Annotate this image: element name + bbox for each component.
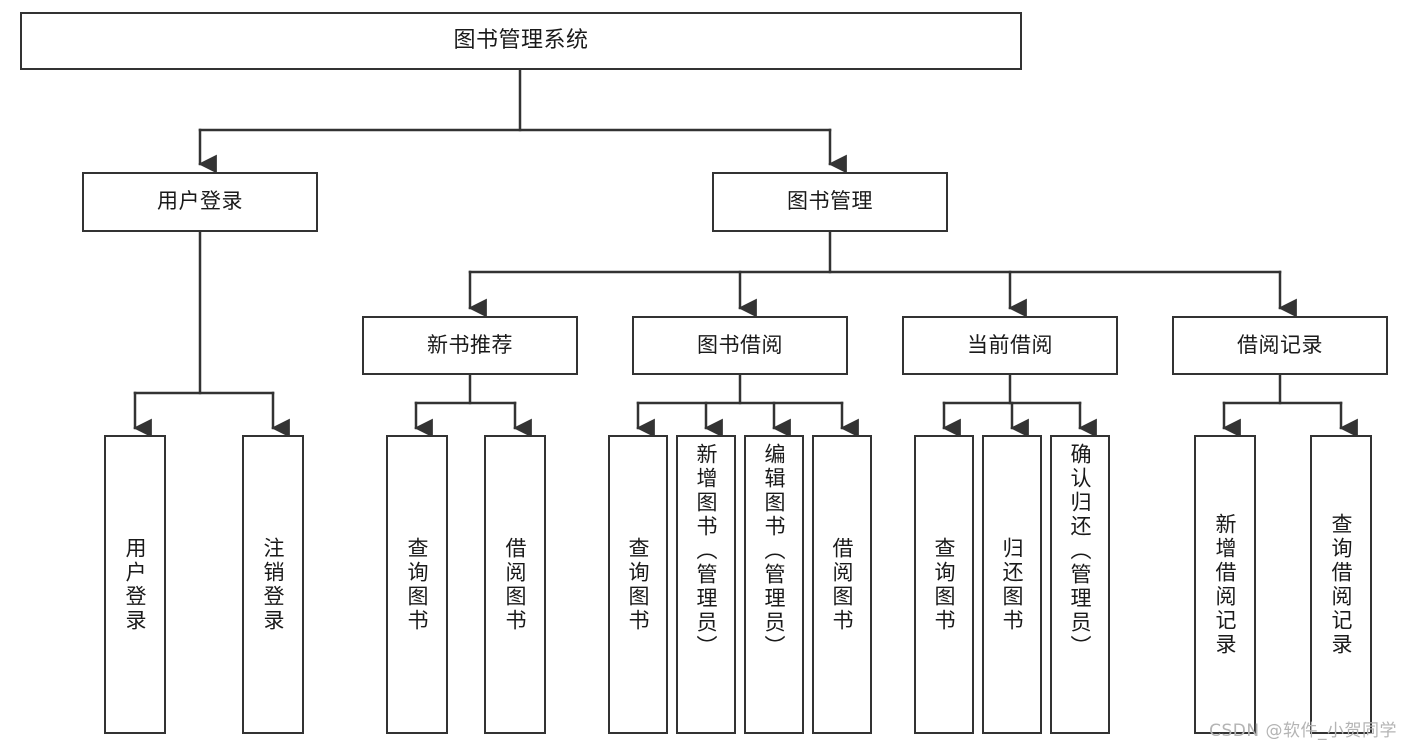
csdn-watermark: CSDN @软件_小贺同学 bbox=[1209, 721, 1397, 741]
node-current-borrow[interactable]: 当前借阅 bbox=[902, 316, 1118, 375]
node-label: 用户登录 bbox=[123, 536, 148, 633]
node-label: 借阅图书 bbox=[830, 536, 855, 633]
leaf-borrow-book[interactable]: 借阅图书 bbox=[812, 435, 872, 734]
leaf-user-logout[interactable]: 注销登录 bbox=[242, 435, 304, 734]
leaf-return-book[interactable]: 归还图书 bbox=[982, 435, 1042, 734]
leaf-confirm-return-admin[interactable]: 确认归还（管理员） bbox=[1050, 435, 1110, 734]
node-book-management[interactable]: 图书管理 bbox=[712, 172, 948, 232]
node-label: 查询借阅记录 bbox=[1329, 512, 1354, 657]
leaf-add-borrow-record[interactable]: 新增借阅记录 bbox=[1194, 435, 1256, 734]
node-label: 当前借阅 bbox=[967, 332, 1053, 357]
node-label: 注销登录 bbox=[261, 536, 286, 633]
node-label: 查询图书 bbox=[932, 536, 957, 633]
node-borrow-record[interactable]: 借阅记录 bbox=[1172, 316, 1388, 375]
node-label: 归还图书 bbox=[1000, 536, 1025, 633]
leaf-query-book-current[interactable]: 查询图书 bbox=[914, 435, 974, 734]
leaf-add-book-admin[interactable]: 新增图书（管理员） bbox=[676, 435, 736, 734]
leaf-borrow-book-new[interactable]: 借阅图书 bbox=[484, 435, 546, 734]
node-label: 编辑图书（管理员） bbox=[762, 443, 787, 659]
node-new-book-recommend[interactable]: 新书推荐 bbox=[362, 316, 578, 375]
node-root-system[interactable]: 图书管理系统 bbox=[20, 12, 1022, 70]
node-label: 新增借阅记录 bbox=[1213, 512, 1238, 657]
node-label: 图书管理 bbox=[787, 189, 873, 214]
node-label: 新书推荐 bbox=[427, 332, 513, 357]
node-label: 图书借阅 bbox=[697, 332, 783, 357]
leaf-edit-book-admin[interactable]: 编辑图书（管理员） bbox=[744, 435, 804, 734]
node-label: 查询图书 bbox=[405, 536, 430, 633]
leaf-user-login[interactable]: 用户登录 bbox=[104, 435, 166, 734]
leaf-query-book-new[interactable]: 查询图书 bbox=[386, 435, 448, 734]
leaf-query-borrow-record[interactable]: 查询借阅记录 bbox=[1310, 435, 1372, 734]
node-label: 查询图书 bbox=[626, 536, 651, 633]
node-label: 用户登录 bbox=[157, 189, 243, 214]
node-label: 图书管理系统 bbox=[453, 27, 589, 53]
node-label: 借阅图书 bbox=[503, 536, 528, 633]
node-label: 确认归还（管理员） bbox=[1068, 443, 1093, 659]
node-label: 新增图书（管理员） bbox=[694, 443, 719, 659]
node-book-borrow[interactable]: 图书借阅 bbox=[632, 316, 848, 375]
node-user-login[interactable]: 用户登录 bbox=[82, 172, 318, 232]
node-label: 借阅记录 bbox=[1237, 332, 1323, 357]
leaf-query-book-borrow[interactable]: 查询图书 bbox=[608, 435, 668, 734]
